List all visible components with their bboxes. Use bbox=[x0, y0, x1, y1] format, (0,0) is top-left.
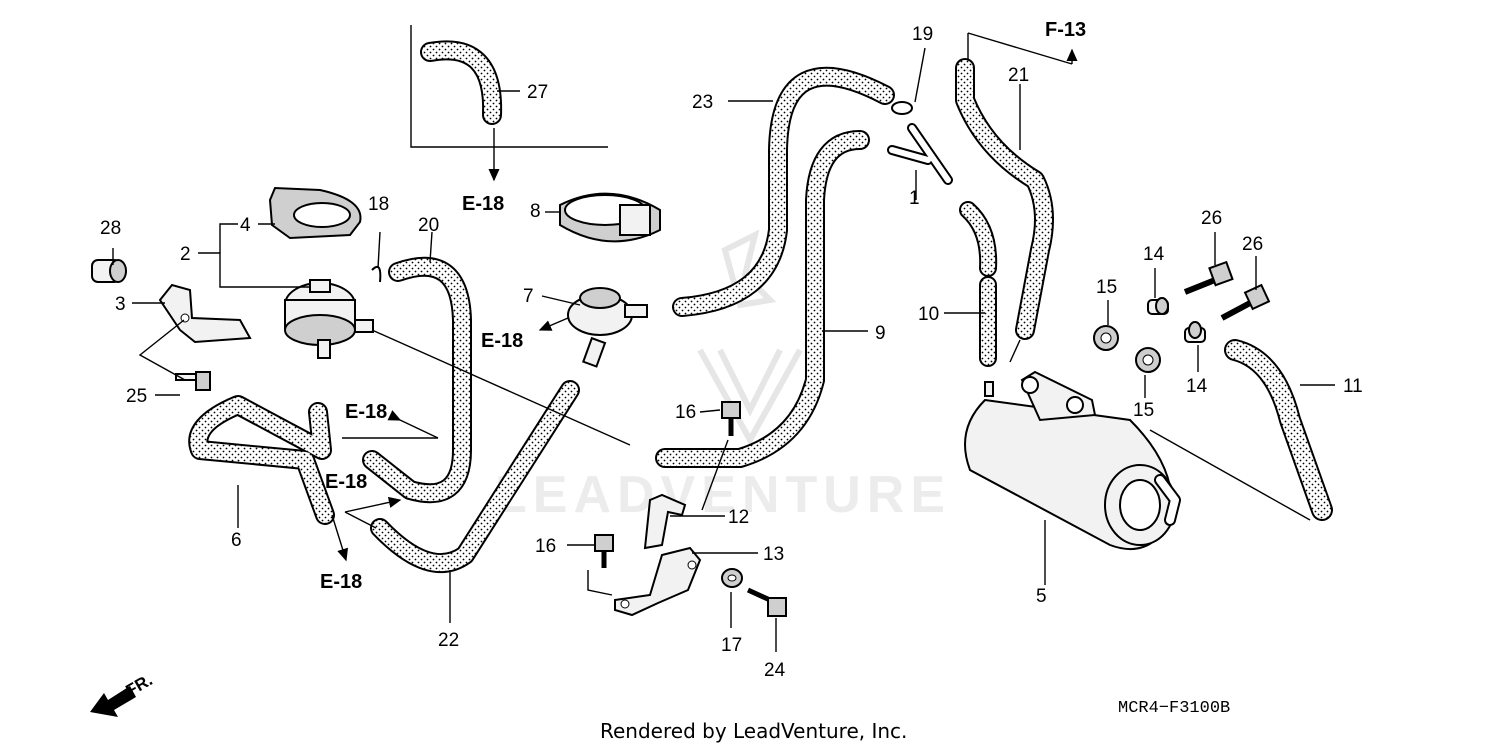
callouts: 1 2 3 4 5 6 7 8 9 10 11 12 13 14 14 15 1… bbox=[100, 24, 1363, 681]
bolt-26a bbox=[1183, 260, 1234, 295]
ref-e18-mid: E-18 bbox=[345, 401, 387, 423]
front-direction-arrow: FR. bbox=[90, 670, 156, 717]
collar-14a bbox=[1147, 297, 1169, 315]
collar-28 bbox=[91, 259, 127, 283]
stay-12 bbox=[643, 493, 687, 550]
clip-19 bbox=[891, 101, 913, 115]
leader-lines bbox=[112, 47, 1335, 652]
callout-8: 8 bbox=[530, 201, 541, 222]
hose-10 bbox=[959, 201, 998, 367]
hose-27 bbox=[420, 40, 503, 125]
canister-5 bbox=[964, 370, 1181, 550]
callout-17: 17 bbox=[721, 635, 742, 656]
diagram-code: MCR4−F3100B bbox=[1118, 699, 1230, 718]
callout-19: 19 bbox=[912, 24, 933, 45]
bolt-24 bbox=[746, 587, 787, 617]
washer-17 bbox=[721, 568, 743, 588]
hose-23 bbox=[672, 66, 895, 317]
callout-11: 11 bbox=[1343, 376, 1363, 397]
bolt-16b bbox=[594, 534, 614, 568]
stay-13 bbox=[614, 546, 702, 617]
callout-16a: 16 bbox=[675, 402, 696, 423]
callout-7: 7 bbox=[523, 286, 534, 307]
bolt-16a bbox=[721, 401, 741, 436]
callout-1: 1 bbox=[909, 188, 920, 209]
ref-e18-valve: E-18 bbox=[481, 330, 523, 352]
callout-22: 22 bbox=[438, 630, 459, 651]
watermark-logo: LEADVENTURE bbox=[495, 229, 951, 524]
hose-11 bbox=[1224, 339, 1333, 521]
valve-2 bbox=[284, 279, 374, 359]
footer-credit: Rendered by LeadVenture, Inc. bbox=[600, 719, 907, 743]
hose-22 bbox=[370, 380, 580, 573]
clamp-8 bbox=[559, 192, 661, 243]
callout-5: 5 bbox=[1036, 586, 1047, 607]
callout-26a: 26 bbox=[1201, 208, 1222, 229]
callout-26b: 26 bbox=[1242, 234, 1263, 255]
callout-23: 23 bbox=[692, 92, 713, 113]
callout-10: 10 bbox=[918, 304, 939, 325]
watermark-text: LEADVENTURE bbox=[495, 466, 951, 524]
callout-14a: 14 bbox=[1143, 244, 1165, 265]
callout-16b: 16 bbox=[535, 536, 556, 557]
hose-9 bbox=[655, 130, 870, 468]
callout-14b: 14 bbox=[1186, 376, 1208, 397]
hose-6 bbox=[188, 395, 335, 525]
callout-15b: 15 bbox=[1133, 400, 1154, 421]
frame-lines bbox=[410, 25, 1078, 148]
callout-3: 3 bbox=[115, 294, 126, 315]
joint-pipe-1 bbox=[887, 123, 953, 185]
ref-e18-top: E-18 bbox=[462, 193, 504, 215]
callout-2: 2 bbox=[180, 244, 191, 265]
bracket-4 bbox=[268, 186, 362, 240]
callout-6: 6 bbox=[231, 530, 242, 551]
bolt-26b bbox=[1220, 283, 1271, 321]
callout-20: 20 bbox=[418, 215, 439, 236]
hose-20 bbox=[362, 256, 472, 504]
hose-21 bbox=[955, 58, 1054, 340]
callout-25: 25 bbox=[126, 386, 147, 407]
collar-14b bbox=[1184, 321, 1206, 343]
callout-21: 21 bbox=[1008, 65, 1029, 86]
callout-24: 24 bbox=[764, 660, 786, 681]
callout-27: 27 bbox=[527, 82, 548, 103]
callout-15a: 15 bbox=[1096, 277, 1117, 298]
clip-18 bbox=[371, 266, 382, 283]
callout-13: 13 bbox=[763, 544, 784, 565]
bracket-3 bbox=[158, 283, 252, 344]
callout-9: 9 bbox=[875, 323, 886, 344]
ref-f13: F-13 bbox=[1045, 19, 1086, 41]
section-refs: E-18 E-18 E-18 E-18 E-18 F-13 bbox=[320, 19, 1086, 593]
grommet-15a bbox=[1093, 325, 1119, 351]
callout-18: 18 bbox=[368, 194, 389, 215]
ref-e18-lower: E-18 bbox=[325, 471, 367, 493]
bolt-25 bbox=[175, 371, 211, 391]
callout-12: 12 bbox=[728, 507, 749, 528]
valve-7 bbox=[567, 287, 648, 368]
callout-28: 28 bbox=[100, 218, 121, 239]
ref-e18-bottom: E-18 bbox=[320, 571, 362, 593]
callout-4: 4 bbox=[240, 215, 251, 236]
grommet-15b bbox=[1135, 347, 1161, 373]
